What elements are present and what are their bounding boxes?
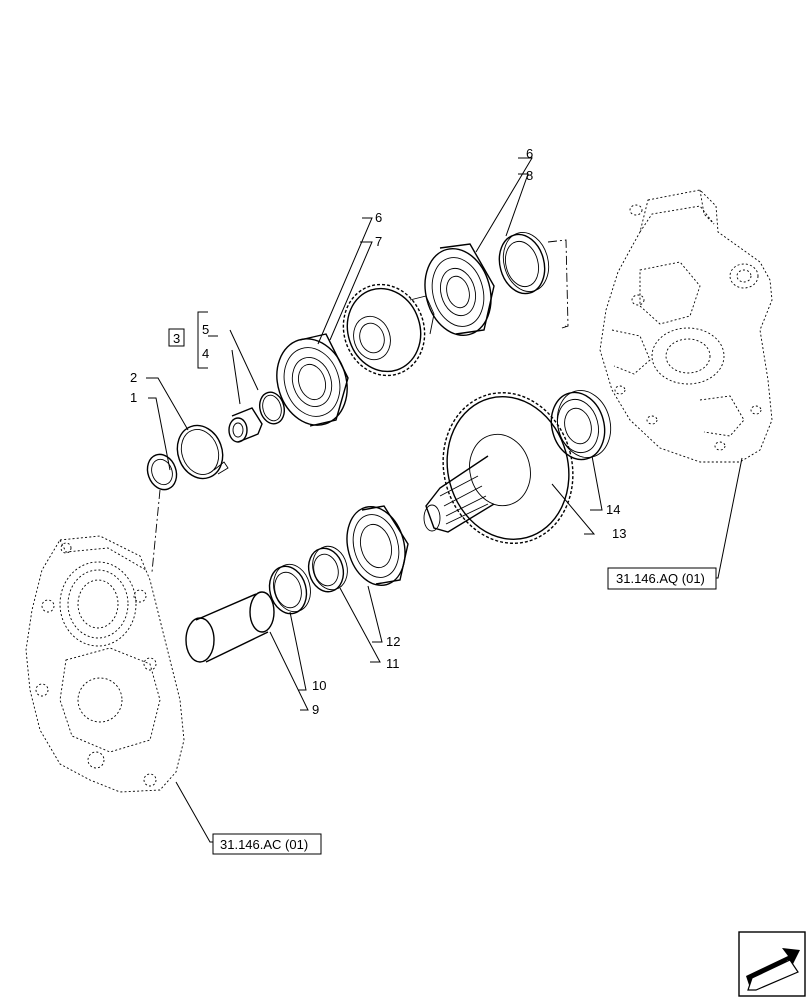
part-1-snap-ring (146, 453, 178, 491)
callout-3-box (168, 328, 185, 347)
callouts: 1 2 3 5 4 6 7 6 8 10 9 12 11 14 13 (130, 146, 626, 717)
part-7-gear (342, 283, 435, 377)
part-14-bearing (550, 390, 612, 461)
part-9-sleeve (185, 591, 275, 663)
callout-6-left: 6 (375, 210, 382, 225)
reference-rear-housing-label[interactable]: 31.146.AQ (01) (616, 571, 705, 586)
callout-5: 5 (202, 322, 209, 337)
part-13-shaft-gear (423, 392, 574, 544)
callout-13: 13 (612, 526, 626, 541)
callout-7: 7 (375, 234, 382, 249)
part-8-seal (498, 232, 550, 295)
part-5-o-ring (258, 391, 286, 425)
callout-4: 4 (202, 346, 209, 361)
rear-housing (599, 189, 773, 463)
callout-3: 3 (173, 331, 180, 346)
callout-8: 8 (526, 168, 533, 183)
part-12-bearing (346, 505, 409, 587)
part-2-circlip (176, 424, 229, 480)
callout-6-right: 6 (526, 146, 533, 161)
front-housing (25, 535, 185, 793)
axis-line-upper (547, 239, 569, 329)
callout-12: 12 (386, 634, 400, 649)
reference-front-housing-label[interactable]: 31.146.AC (01) (220, 837, 308, 852)
part-6-bearing-left (276, 333, 349, 427)
navigation-arrow-icon[interactable] (738, 931, 806, 997)
callout-1: 1 (130, 390, 137, 405)
callout-2: 2 (130, 370, 137, 385)
callout-14: 14 (606, 502, 620, 517)
part-6-bearing-right (424, 243, 495, 337)
part-4-bushing (228, 407, 263, 443)
part-11-spacer (307, 545, 348, 593)
callout-11: 11 (386, 656, 400, 671)
reference-front-housing[interactable]: 31.146.AC (01) (212, 833, 322, 855)
part-10-seal (268, 563, 311, 615)
reference-rear-housing[interactable]: 31.146.AQ (01) (607, 567, 717, 590)
callout-9: 9 (312, 702, 319, 717)
callout-10: 10 (312, 678, 326, 693)
axis-line-left (151, 489, 161, 573)
leader-lines (146, 157, 743, 843)
